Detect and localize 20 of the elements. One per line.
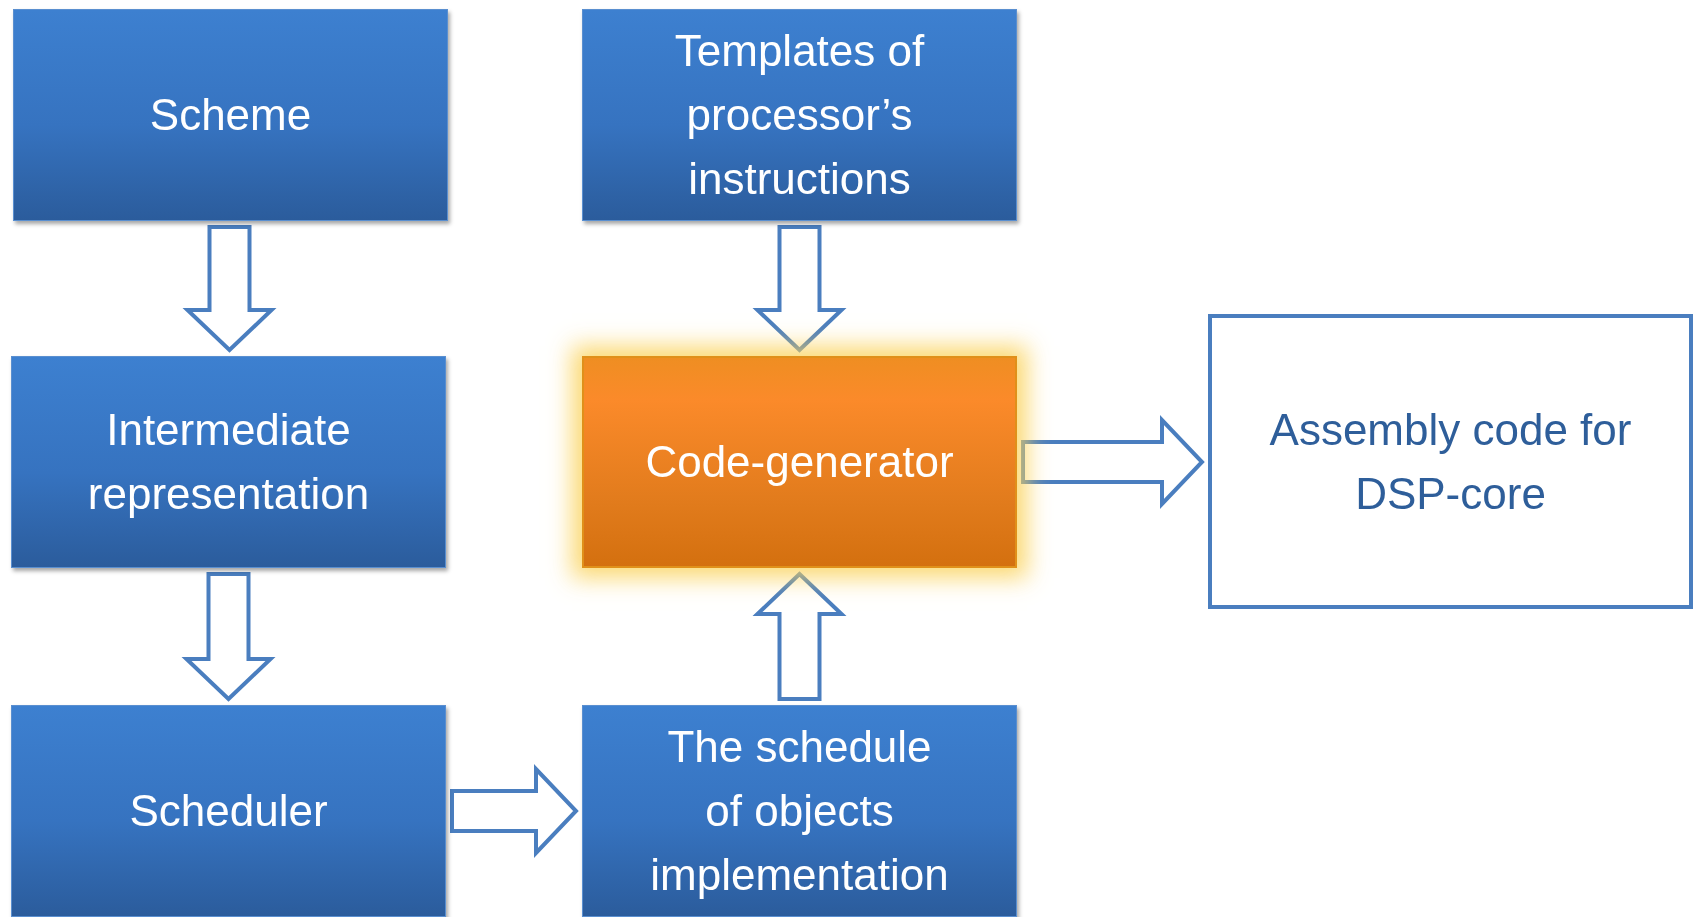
box-label: The schedule of objects implementation: [649, 721, 950, 901]
box-label: Scheduler: [128, 785, 329, 837]
process-box: [582, 705, 1017, 917]
box-label: Code-generator: [644, 436, 955, 488]
process-box: [582, 9, 1017, 221]
box-label: Templates of processor’s instructions: [673, 25, 926, 205]
block-arrow: [752, 225, 847, 353]
process-box: [11, 356, 446, 568]
block-arrow: [1021, 415, 1205, 509]
output-box: [1208, 314, 1693, 609]
block-arrow: [752, 571, 847, 701]
process-box: [13, 9, 448, 221]
box-label: Scheme: [148, 89, 313, 141]
block-arrow: [182, 225, 277, 353]
box-label: Intermediate representation: [86, 404, 371, 520]
box-label: Assembly code for DSP-core: [1268, 403, 1633, 520]
process-box: [11, 705, 446, 917]
block-arrow: [181, 572, 276, 702]
block-arrow: [450, 764, 579, 858]
highlighted-process-box: [582, 356, 1017, 568]
